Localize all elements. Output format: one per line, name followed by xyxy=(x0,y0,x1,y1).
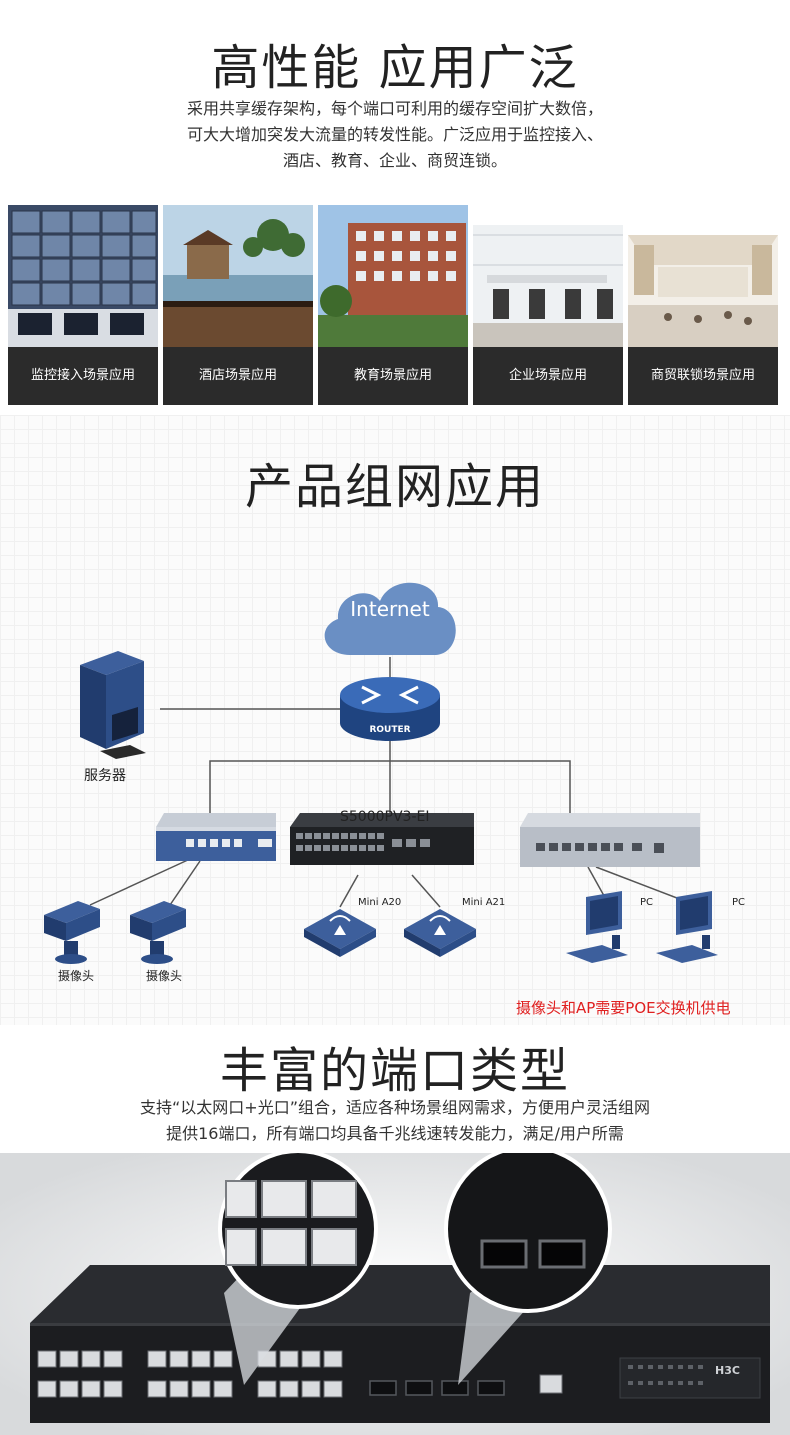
scene-caption: 企业场景应用 xyxy=(473,347,623,405)
poe-switch-right-icon xyxy=(520,813,700,867)
poe-note: 摄像头和AP需要POE交换机供电 xyxy=(516,999,731,1017)
wireless-ap-icon xyxy=(404,909,476,957)
rj45-ports xyxy=(37,1350,343,1398)
office-interior-image xyxy=(473,205,623,347)
description-line: 支持“以太网口+光口”组合，适应各种场景组网需求，方便用户灵活组网 xyxy=(140,1098,650,1117)
switch-model-label: S5000PV3-EI xyxy=(340,809,430,825)
scene-card-hotel: 酒店场景应用 xyxy=(163,205,313,405)
switch-product-photo xyxy=(0,1153,790,1435)
camera-label: 摄像头 xyxy=(146,969,183,983)
pc-icon xyxy=(566,891,628,963)
monitoring-room-image xyxy=(8,205,158,347)
server-label: 服务器 xyxy=(84,768,126,784)
main-switch-icon xyxy=(290,813,474,865)
camera-icon xyxy=(130,901,186,964)
rj45-zoom-circle xyxy=(218,1153,378,1309)
section-description: 支持“以太网口+光口”组合，适应各种场景组网需求，方便用户灵活组网 提供16端口… xyxy=(0,1095,790,1147)
router-label: ROUTER xyxy=(369,725,411,735)
ap-label: Mini A20 xyxy=(358,897,402,908)
internet-cloud-icon xyxy=(324,582,456,655)
scene-caption: 商贸联锁场景应用 xyxy=(628,347,778,405)
section-title: 产品组网应用 xyxy=(244,459,545,515)
server-icon xyxy=(80,651,146,759)
section-performance: 高性能 应用广泛 采用共享缓存架构，每个端口可利用的缓存空间扩大数倍， 可大大增… xyxy=(0,0,790,415)
scene-caption: 酒店场景应用 xyxy=(163,347,313,405)
ap-label: Mini A21 xyxy=(462,897,506,908)
section-title: 高性能 应用广泛 xyxy=(211,40,579,96)
scene-card-monitoring: 监控接入场景应用 xyxy=(8,205,158,405)
brand-logo: H3C xyxy=(715,1364,740,1377)
camera-icon xyxy=(44,901,100,964)
connection-lines xyxy=(89,657,691,908)
shopping-mall-image xyxy=(628,205,778,347)
sfp-ports xyxy=(369,1380,505,1396)
router-icon xyxy=(340,677,440,741)
section-ports: 丰富的端口类型 支持“以太网口+光口”组合，适应各种场景组网需求，方便用户灵活组… xyxy=(0,1025,790,1435)
section-title: 丰富的端口类型 xyxy=(219,1043,570,1099)
description-line: 可大大增加突发大流量的转发性能。广泛应用于监控接入、 xyxy=(186,125,603,144)
scene-caption: 监控接入场景应用 xyxy=(8,347,158,405)
section-description: 采用共享缓存架构，每个端口可利用的缓存空间扩大数倍， 可大大增加突发大流量的转发… xyxy=(0,96,790,174)
pc-label: PC xyxy=(640,897,654,908)
description-line: 采用共享缓存架构，每个端口可利用的缓存空间扩大数倍， xyxy=(186,99,603,118)
camera-label: 摄像头 xyxy=(58,969,95,983)
campus-building-image xyxy=(318,205,468,347)
sfp-zoom-circle xyxy=(444,1153,612,1313)
scene-card-retail: 商贸联锁场景应用 xyxy=(628,205,778,405)
pc-icon xyxy=(656,891,718,963)
scene-card-education: 教育场景应用 xyxy=(318,205,468,405)
scene-card-enterprise: 企业场景应用 xyxy=(473,205,623,405)
section-network: 产品组网应用 xyxy=(0,415,790,1025)
description-line: 提供16端口，所有端口均具备千兆线速转发能力，满足/用户所需 xyxy=(166,1124,624,1143)
scene-caption: 教育场景应用 xyxy=(318,347,468,405)
hotel-terrace-image xyxy=(163,205,313,347)
poe-switch-left-icon xyxy=(156,813,276,861)
description-line: 酒店、教育、企业、商贸连锁。 xyxy=(282,151,507,170)
network-diagram xyxy=(44,582,718,964)
pc-label: PC xyxy=(732,897,746,908)
wireless-ap-icon xyxy=(304,909,376,957)
internet-label: Internet xyxy=(350,597,430,621)
